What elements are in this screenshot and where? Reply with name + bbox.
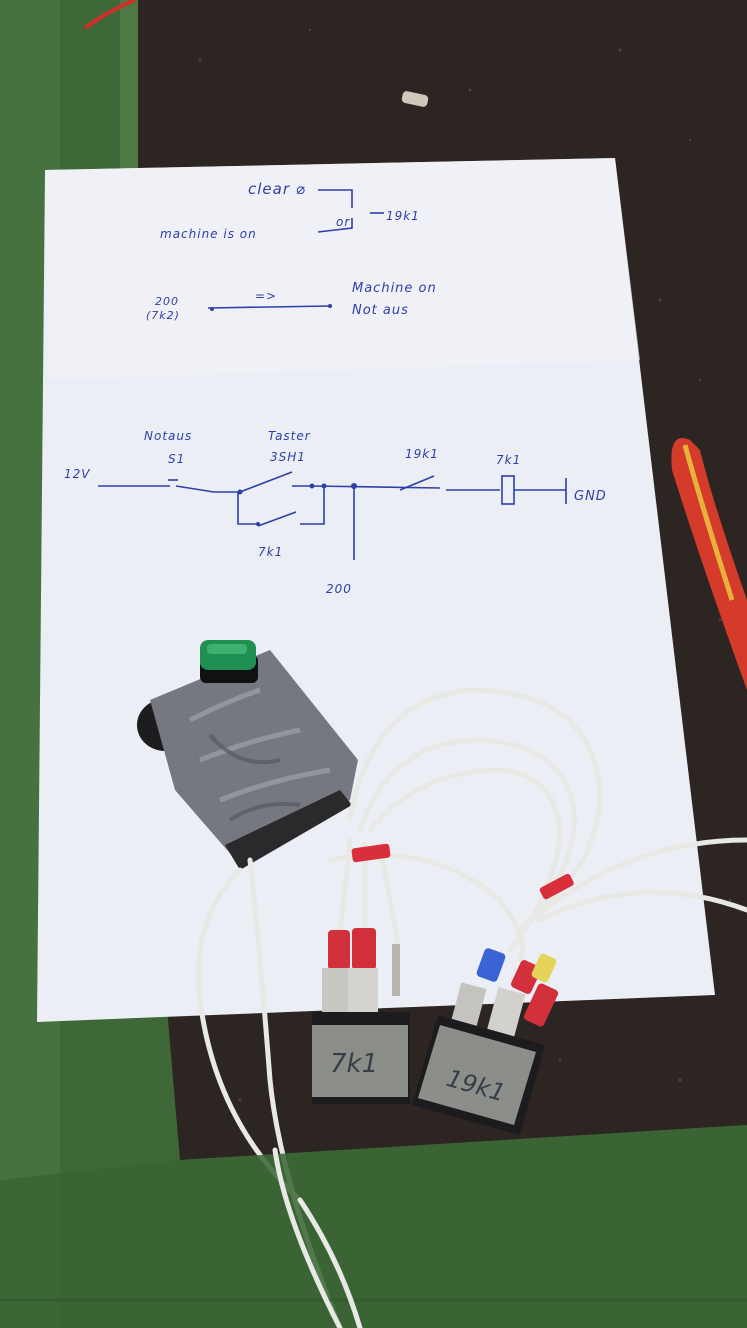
text-arrow: =>: [255, 289, 277, 303]
red-wire: [83, 0, 136, 30]
red-sleeve-left: [351, 843, 391, 863]
screw: [401, 91, 429, 107]
text-notaus: Not aus: [352, 303, 409, 318]
text-clear: clear ⌀: [248, 180, 306, 198]
text-node-200: 200: [326, 582, 352, 596]
text-or: or: [336, 215, 350, 229]
text-19k1-top: 19k1: [386, 209, 420, 223]
text-taster-name: Taster: [268, 429, 311, 443]
text-19k1: 19k1: [405, 447, 439, 461]
text-machine-is-on: machine is on: [160, 227, 257, 241]
text-s1-id: S1: [168, 452, 185, 466]
text-7k1-top: 7k1: [496, 453, 521, 467]
text-s1-name: Notaus: [144, 429, 192, 443]
text-taster-id: 3SH1: [270, 450, 306, 464]
bench-lower: [0, 1125, 747, 1328]
red-sleeve-right: [539, 873, 574, 900]
push-button-housing: [137, 640, 358, 870]
relay-19k1: 19k1: [412, 1015, 545, 1135]
text-12v: 12V: [64, 467, 90, 481]
terminals-left: [322, 928, 400, 1016]
terminals-right: [449, 948, 559, 1039]
schematic-sketch: [98, 189, 567, 560]
text-7k1-bottom: 7k1: [258, 545, 283, 559]
text-200: 200: [155, 295, 179, 308]
text-machine-on: Machine on: [352, 281, 437, 296]
relay-7k1: 7k1: [312, 1012, 410, 1104]
relay-left-label: 7k1: [330, 1049, 378, 1079]
sketch-nodes: [210, 304, 357, 526]
text-7k2: (7k2): [146, 309, 180, 322]
cutter-handle: [671, 438, 747, 690]
text-gnd: GND: [574, 489, 607, 504]
